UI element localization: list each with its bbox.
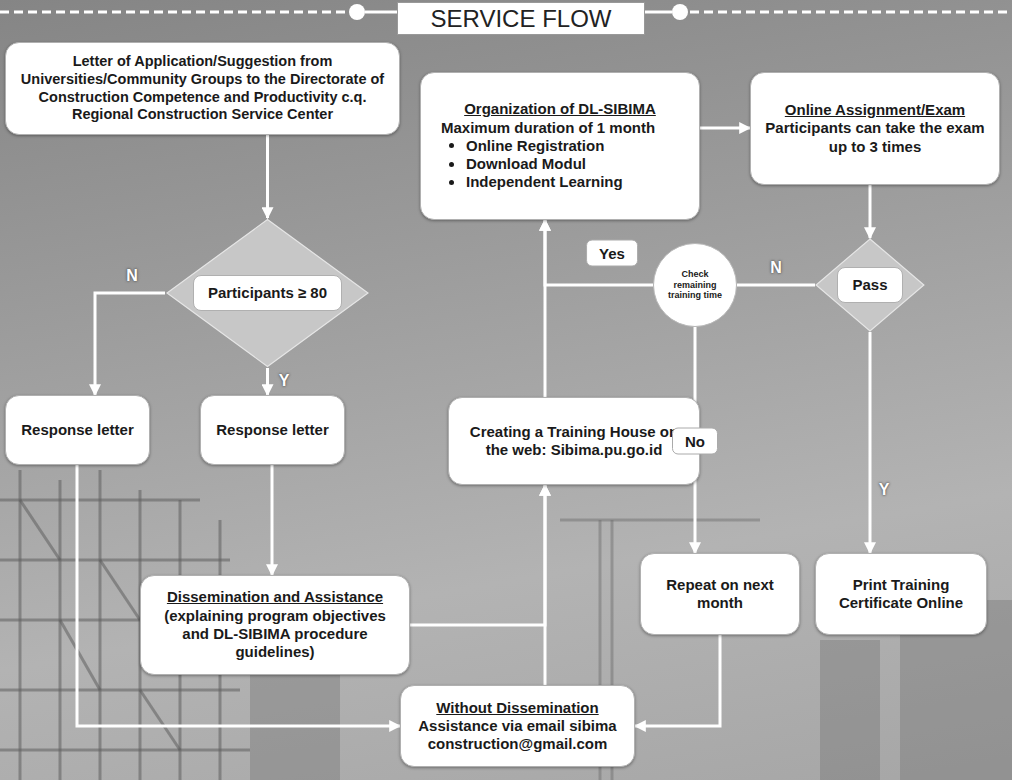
edge-label: N bbox=[770, 259, 782, 277]
box-text: Repeat on next month bbox=[651, 576, 789, 613]
node-content: Response letter bbox=[16, 421, 139, 439]
connector bbox=[737, 284, 815, 287]
node-content: Pass bbox=[815, 267, 925, 303]
node-content: Organization of DL-SIBIMAMaximum duratio… bbox=[431, 100, 689, 191]
process-box: Organization of DL-SIBIMAMaximum duratio… bbox=[420, 72, 700, 220]
edge-label: Yes bbox=[586, 240, 638, 267]
connector bbox=[266, 368, 269, 395]
bullet-text: Online Registration bbox=[466, 137, 604, 155]
check-circle: Check remaining training time bbox=[653, 243, 737, 327]
node-content: Without DisseminationAssistance via emai… bbox=[411, 699, 624, 754]
node-content: Letter of Application/Suggestion from Un… bbox=[16, 53, 389, 124]
process-box: Response letter bbox=[200, 395, 345, 465]
decision-label: Participants ≥ 80 bbox=[193, 275, 342, 311]
edge-label: Y bbox=[879, 481, 890, 499]
decision-label: Pass bbox=[837, 267, 902, 303]
process-box: Response letter bbox=[5, 395, 150, 465]
box-text: Maximum duration of 1 month bbox=[431, 119, 689, 137]
circle-text: Check remaining training time bbox=[664, 269, 726, 300]
connector bbox=[869, 185, 872, 238]
edge-label: Y bbox=[279, 372, 290, 390]
diamond-fill bbox=[816, 239, 924, 331]
box-text: Print Training Certificate Online bbox=[826, 576, 976, 613]
box-heading: Organization of DL-SIBIMA bbox=[431, 100, 689, 118]
box-text: Letter of Application/Suggestion from Un… bbox=[16, 53, 389, 124]
connector bbox=[271, 465, 274, 575]
process-box: Dissemination and Assistance(explaining … bbox=[140, 575, 410, 675]
connector bbox=[869, 332, 872, 553]
node-content: Participants ≥ 80 bbox=[165, 275, 370, 311]
bullet-row: Independent Learning bbox=[431, 173, 689, 191]
node-content: Creating a Training House on the web: Si… bbox=[459, 423, 689, 460]
decision-diamond: Participants ≥ 80 bbox=[165, 218, 370, 368]
connector bbox=[545, 220, 653, 285]
edge-label: N bbox=[126, 267, 138, 285]
connector bbox=[700, 127, 750, 130]
bullet-row: Online Registration bbox=[431, 137, 689, 155]
edge-label: No bbox=[672, 428, 718, 455]
node-content: Dissemination and Assistance(explaining … bbox=[151, 588, 399, 661]
process-box: Without DisseminationAssistance via emai… bbox=[400, 685, 635, 767]
bullet-text: Independent Learning bbox=[466, 173, 623, 191]
connector bbox=[77, 465, 400, 726]
process-box: Creating a Training House on the web: Si… bbox=[448, 397, 700, 485]
box-text: Response letter bbox=[16, 421, 139, 439]
end-box: Print Training Certificate Online bbox=[815, 553, 987, 635]
process-box: Repeat on next month bbox=[640, 553, 800, 635]
node-content: Check remaining training time bbox=[654, 269, 736, 300]
connector bbox=[266, 135, 269, 218]
box-text: Assistance via email sibima construction… bbox=[411, 717, 624, 754]
box-heading: Online Assignment/Exam bbox=[761, 101, 989, 119]
connector bbox=[95, 293, 165, 395]
node-content: Online Assignment/ExamParticipants can t… bbox=[761, 101, 989, 156]
box-text: Creating a Training House on the web: Si… bbox=[459, 423, 689, 460]
bullet-dot bbox=[449, 143, 454, 148]
process-box: Online Assignment/ExamParticipants can t… bbox=[750, 72, 1000, 185]
start-box: Letter of Application/Suggestion from Un… bbox=[5, 42, 400, 135]
bullet-dot bbox=[449, 162, 454, 167]
title: SERVICE FLOW bbox=[397, 2, 645, 35]
node-content: Repeat on next month bbox=[651, 576, 789, 613]
box-heading: Dissemination and Assistance bbox=[151, 588, 399, 606]
box-heading: Without Dissemination bbox=[411, 699, 624, 717]
box-text: (explaining program objectives and DL-SI… bbox=[151, 607, 399, 662]
node-content: Response letter bbox=[211, 421, 334, 439]
box-text: Response letter bbox=[211, 421, 334, 439]
connector bbox=[410, 485, 545, 625]
decision-diamond: Pass bbox=[815, 238, 925, 332]
bullet-row: Download Modul bbox=[431, 155, 689, 173]
connector bbox=[544, 485, 547, 685]
box-text: Participants can take the exam up to 3 t… bbox=[761, 119, 989, 156]
connector bbox=[635, 635, 720, 726]
diamond-fill bbox=[167, 220, 368, 367]
bullet-dot bbox=[449, 180, 454, 185]
node-content: Print Training Certificate Online bbox=[826, 576, 976, 613]
bullet-text: Download Modul bbox=[466, 155, 586, 173]
